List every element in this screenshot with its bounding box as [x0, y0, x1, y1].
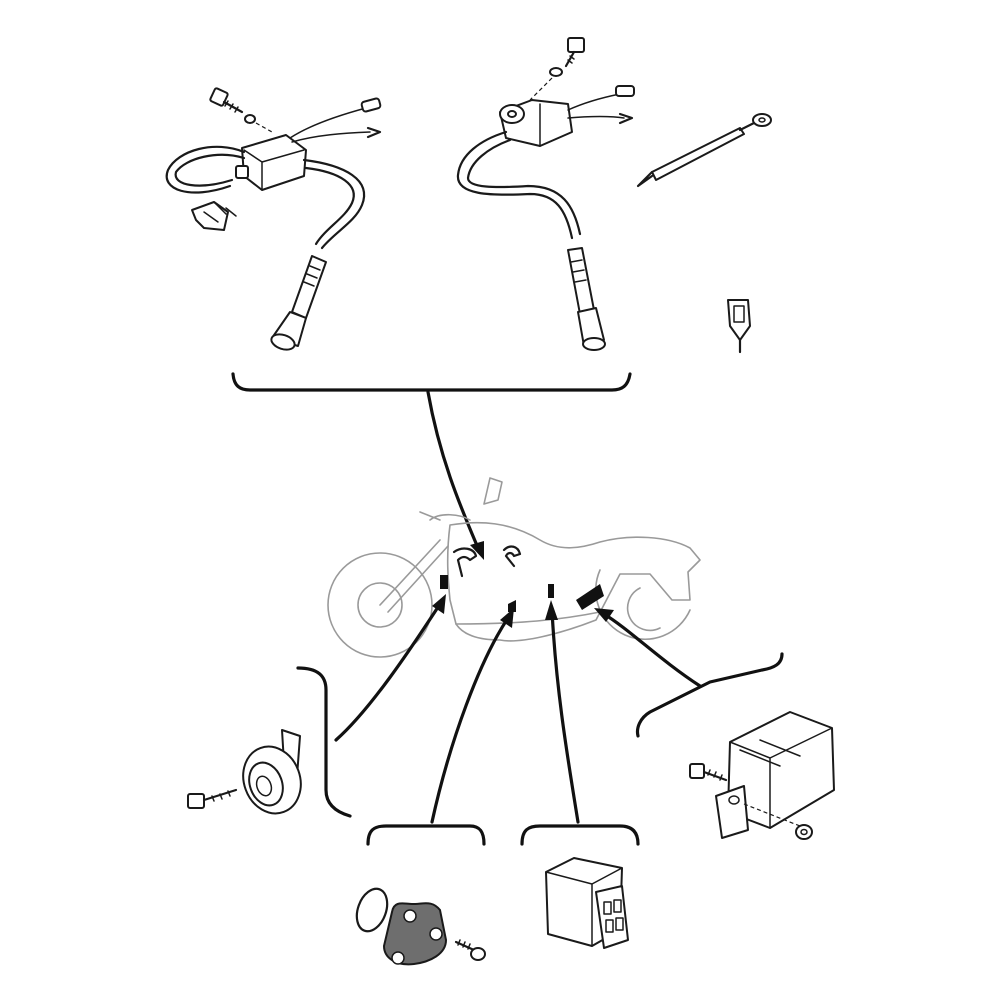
group-bracket	[366, 824, 486, 846]
coil-body-icon	[241, 134, 307, 191]
horn	[187, 729, 302, 815]
leader-line	[430, 616, 510, 824]
horn-bolt-icon	[187, 788, 238, 809]
leader-line	[426, 390, 480, 550]
relay	[545, 857, 629, 949]
group-bracket	[520, 824, 640, 846]
spark-plug-cap-icon	[567, 247, 606, 351]
leader-line	[334, 602, 442, 742]
regulator-bolt-icon	[689, 763, 728, 782]
clamp-icon	[191, 201, 237, 231]
washer-icon	[244, 114, 256, 124]
group-bracket	[635, 652, 784, 738]
ignition-coil-front	[165, 87, 382, 351]
sensor-cover	[355, 887, 486, 966]
leader-line	[602, 612, 702, 688]
motorcycle-outline-icon	[327, 477, 701, 658]
o-ring-icon	[355, 887, 389, 933]
group-bracket	[231, 372, 632, 392]
group-bracket	[296, 666, 352, 818]
coil-bolt-icon	[564, 37, 585, 68]
regulator-rectifier	[689, 711, 835, 840]
coil-bolt-icon	[209, 87, 244, 114]
wire-clamp	[727, 299, 751, 354]
spark-plug-cap-icon	[270, 255, 327, 351]
spark-plug-lead	[636, 113, 772, 188]
washer-icon	[549, 67, 563, 77]
ignition-coil-rear	[456, 37, 635, 351]
leader-line	[550, 608, 580, 824]
cover-screw-icon	[454, 939, 486, 961]
nut-icon	[795, 824, 813, 840]
